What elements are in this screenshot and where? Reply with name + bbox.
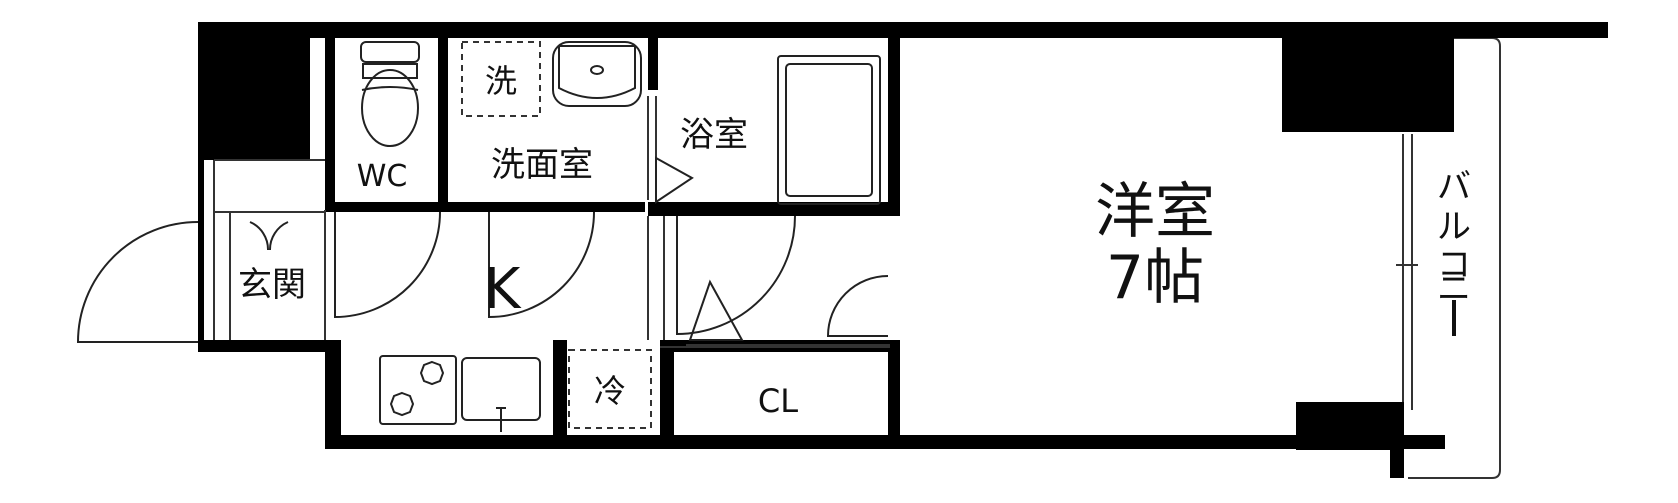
bathtub <box>777 55 881 205</box>
exterior-walls <box>198 22 1608 478</box>
interior-walls <box>325 38 900 440</box>
balcony <box>1358 37 1501 479</box>
shoe-cabinet-door <box>249 221 289 251</box>
room-door-mark <box>688 279 744 341</box>
closet-label: CL <box>758 382 798 420</box>
balcony-char-1: バ <box>1437 167 1471 207</box>
entrance-door <box>76 221 199 343</box>
column-top-right <box>1282 22 1442 132</box>
washer-area <box>461 41 541 117</box>
western-room-name: 洋室 <box>1095 177 1215 247</box>
balcony-wall-bottom <box>1390 402 1404 478</box>
western-room-size: 7帖 <box>1106 243 1204 313</box>
balcony-wall-top <box>1442 22 1454 132</box>
bottom-wall <box>325 435 1445 449</box>
kitchen-door <box>488 211 595 319</box>
doors <box>76 156 889 343</box>
washroom-label: 洗面室 <box>491 145 593 185</box>
bath-door-mark <box>655 156 694 204</box>
room-door <box>676 215 796 336</box>
balcony-char-5: ー <box>1437 299 1471 339</box>
kitchen-label: K <box>484 257 522 322</box>
closet-door <box>826 275 889 337</box>
entry-bottom-wall <box>198 340 338 352</box>
wc-label: WC <box>357 159 408 194</box>
entrance-label: 玄関 <box>238 265 306 305</box>
top-left-block <box>198 22 310 160</box>
burner-top <box>419 360 445 386</box>
toilet <box>360 41 420 147</box>
washer-label: 洗 <box>485 62 517 100</box>
top-wall <box>198 22 1608 38</box>
wc-door <box>334 211 441 319</box>
fridge-space <box>568 349 652 429</box>
stove <box>379 355 457 425</box>
column-bottom-right <box>1296 402 1400 450</box>
balcony-char-5-bar <box>1452 300 1456 336</box>
left-wall-lower <box>198 158 204 348</box>
balcony-char-2: ル <box>1437 207 1471 247</box>
kitchen-left-wall <box>325 340 341 448</box>
burner-bottom <box>389 391 415 417</box>
balcony-char-3: コ <box>1437 245 1471 285</box>
sink <box>461 357 541 432</box>
partition-lines <box>213 96 890 348</box>
fridge-label: 冷 <box>594 372 626 410</box>
room-labels: WC 洗面室 洗 浴室 洋室 7帖 玄関 K 冷 CL <box>238 62 1215 420</box>
balcony-label: バ ル コ ニ ー <box>1437 167 1471 339</box>
washbasin <box>552 41 642 107</box>
bathroom-label: 浴室 <box>680 115 748 155</box>
